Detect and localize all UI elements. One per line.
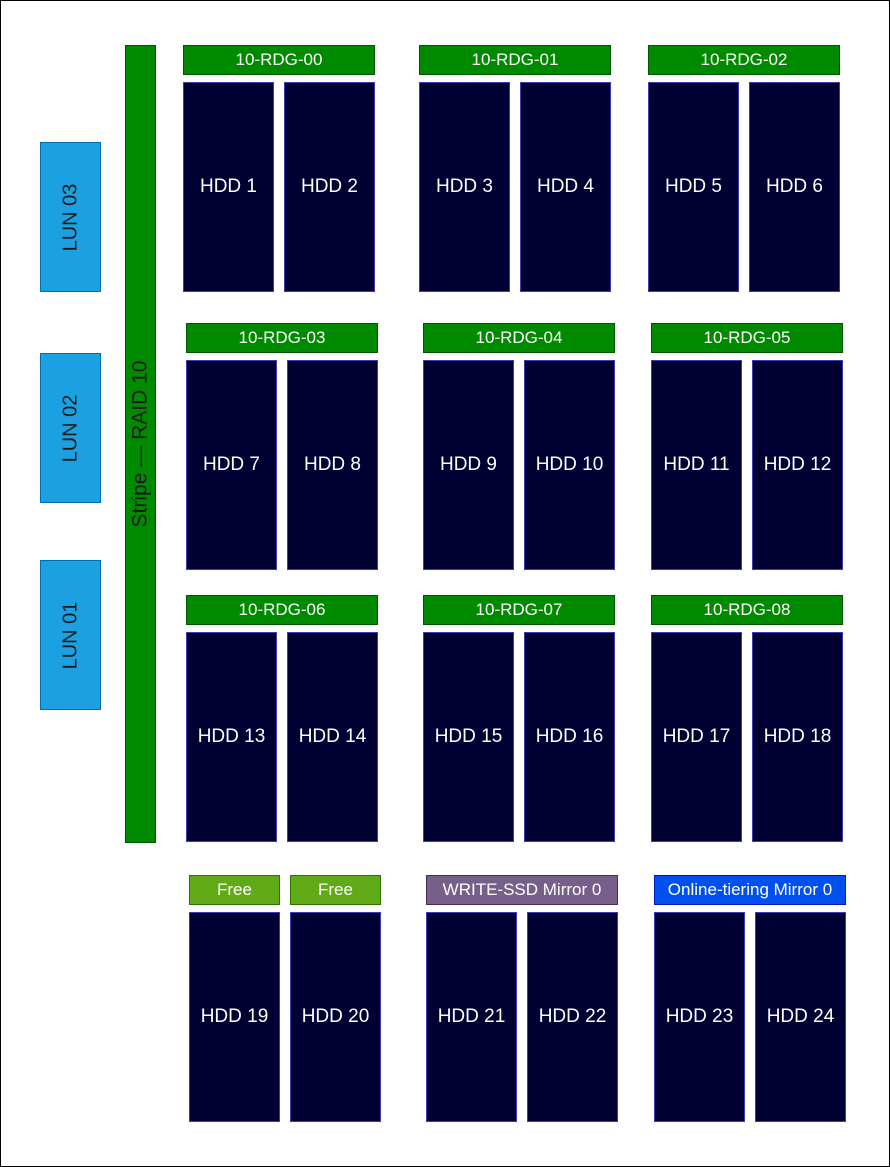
group-label: 10-RDG-07 <box>423 595 615 625</box>
hdd-15: HDD 15 <box>423 632 514 842</box>
raid10-stripe: Stripe — RAID 10 <box>125 45 156 843</box>
group-label: Online-tiering Mirror 0 <box>654 875 846 905</box>
hdd-3: HDD 3 <box>419 82 510 292</box>
hdd-2: HDD 2 <box>284 82 375 292</box>
hdd-16: HDD 16 <box>524 632 615 842</box>
group-label: 10-RDG-02 <box>648 45 840 75</box>
lun-02: LUN 02 <box>40 353 101 503</box>
stripe-label: Stripe — RAID 10 <box>128 360 152 528</box>
hdd-21: HDD 21 <box>426 912 517 1122</box>
group-label: 10-RDG-08 <box>651 595 843 625</box>
hdd-8: HDD 8 <box>287 360 378 570</box>
hdd-1: HDD 1 <box>183 82 274 292</box>
hdd-19: HDD 19 <box>189 912 280 1122</box>
hdd-22: HDD 22 <box>527 912 618 1122</box>
free-label: Free <box>189 875 280 905</box>
group-label: 10-RDG-01 <box>419 45 611 75</box>
hdd-24: HDD 24 <box>755 912 846 1122</box>
hdd-5: HDD 5 <box>648 82 739 292</box>
hdd-10: HDD 10 <box>524 360 615 570</box>
group-label: 10-RDG-00 <box>183 45 375 75</box>
lun-label: LUN 01 <box>59 601 81 669</box>
lun-03: LUN 03 <box>40 142 101 292</box>
free-label: Free <box>290 875 381 905</box>
hdd-20: HDD 20 <box>290 912 381 1122</box>
hdd-11: HDD 11 <box>651 360 742 570</box>
hdd-14: HDD 14 <box>287 632 378 842</box>
hdd-17: HDD 17 <box>651 632 742 842</box>
lun-label: LUN 02 <box>59 394 81 462</box>
group-label: WRITE-SSD Mirror 0 <box>426 875 618 905</box>
group-label: 10-RDG-04 <box>423 323 615 353</box>
hdd-23: HDD 23 <box>654 912 745 1122</box>
hdd-6: HDD 6 <box>749 82 840 292</box>
hdd-18: HDD 18 <box>752 632 843 842</box>
lun-label: LUN 03 <box>59 183 81 251</box>
hdd-12: HDD 12 <box>752 360 843 570</box>
hdd-7: HDD 7 <box>186 360 277 570</box>
hdd-9: HDD 9 <box>423 360 514 570</box>
group-label: 10-RDG-05 <box>651 323 843 353</box>
hdd-4: HDD 4 <box>520 82 611 292</box>
lun-01: LUN 01 <box>40 560 101 710</box>
group-label: 10-RDG-06 <box>186 595 378 625</box>
hdd-13: HDD 13 <box>186 632 277 842</box>
group-label: 10-RDG-03 <box>186 323 378 353</box>
